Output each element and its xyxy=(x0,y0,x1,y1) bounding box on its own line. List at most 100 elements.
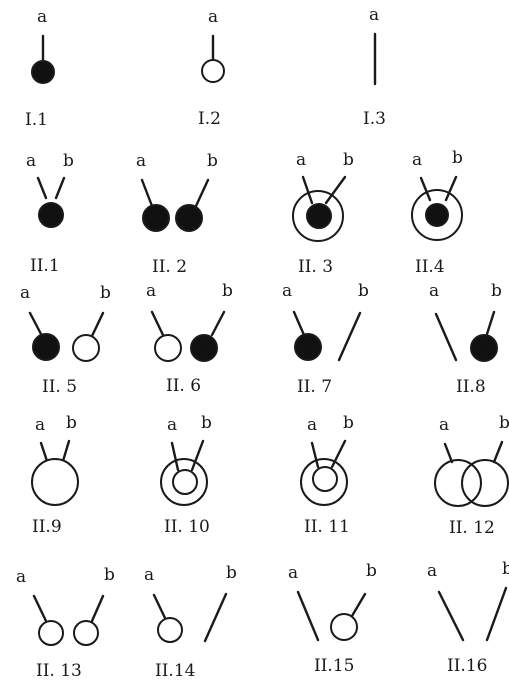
label-b: b xyxy=(499,413,509,433)
line-b xyxy=(350,592,367,618)
open-circle xyxy=(201,59,225,83)
line-b xyxy=(444,175,458,202)
label-a: a xyxy=(412,150,422,170)
line-a xyxy=(301,175,314,205)
label-a: a xyxy=(144,565,154,585)
label-a: a xyxy=(146,281,156,301)
line-b xyxy=(190,439,205,472)
label-b: b xyxy=(226,563,237,583)
caption-I-3: I.3 xyxy=(363,109,386,129)
open-circle xyxy=(157,617,183,643)
label-b: b xyxy=(100,283,111,303)
line-b xyxy=(210,310,226,337)
figure-II-3: a b II. 3 xyxy=(292,150,354,277)
line-a xyxy=(28,311,44,338)
label-a: a xyxy=(429,281,439,301)
label-b: b xyxy=(452,148,463,168)
line-a xyxy=(32,594,48,623)
label-b: b xyxy=(343,150,354,170)
line-b xyxy=(90,311,105,338)
label-a: a xyxy=(439,415,449,435)
caption-I-2: I.2 xyxy=(198,109,221,129)
caption-II-5: II. 5 xyxy=(42,377,77,397)
line-a xyxy=(152,593,167,620)
label-a: a xyxy=(20,283,30,303)
label-a: a xyxy=(16,567,26,587)
label-b: b xyxy=(366,561,377,581)
line-b xyxy=(485,586,508,642)
filled-circle-left xyxy=(142,204,170,232)
caption-II-14: II.14 xyxy=(155,661,195,681)
line-a xyxy=(437,590,465,642)
caption-II-13: II. 13 xyxy=(36,661,82,681)
line-a xyxy=(434,312,458,362)
figure-II-12: a b II. 12 xyxy=(434,413,509,538)
figure-I-2: a I.2 xyxy=(198,7,225,129)
label-a: a xyxy=(167,415,177,435)
open-circle xyxy=(154,334,182,362)
filled-circle xyxy=(38,202,64,228)
label-b: b xyxy=(358,281,369,301)
label-b: b xyxy=(343,413,354,433)
label-a: a xyxy=(35,415,45,435)
open-circle-right xyxy=(461,459,509,507)
line-a xyxy=(419,176,432,202)
filled-circle xyxy=(32,333,60,361)
line-a xyxy=(150,310,165,337)
filled-circle xyxy=(470,334,498,362)
label-a: a xyxy=(208,7,218,27)
label-a: a xyxy=(307,415,317,435)
line-b xyxy=(54,176,66,200)
label-a: a xyxy=(296,150,306,170)
figure-II-5: a b II. 5 xyxy=(20,283,111,397)
caption-II-15: II.15 xyxy=(314,656,354,676)
figure-II-10: a b II. 10 xyxy=(160,413,212,537)
figure-II-4: a b II.4 xyxy=(411,148,463,277)
caption-II-6: II. 6 xyxy=(166,376,201,396)
label-b: b xyxy=(502,559,509,579)
caption-II-16: II.16 xyxy=(447,656,487,676)
label-b: b xyxy=(222,281,233,301)
line-a xyxy=(292,310,306,337)
caption-II-4: II.4 xyxy=(415,257,445,277)
label-b: b xyxy=(491,281,502,301)
line-b xyxy=(492,440,504,464)
label-a: a xyxy=(26,151,36,171)
caption-I-1: I.1 xyxy=(25,110,48,130)
line-b xyxy=(324,175,347,205)
caption-II-1: II.1 xyxy=(30,256,60,276)
label-a: a xyxy=(282,281,292,301)
line-b xyxy=(61,439,71,463)
caption-II-10: II. 10 xyxy=(164,517,210,537)
filled-circle xyxy=(190,334,218,362)
line-a xyxy=(39,441,49,463)
label-b: b xyxy=(104,565,115,585)
line-a xyxy=(140,178,154,208)
inner-filled-circle xyxy=(425,203,449,227)
label-a: a xyxy=(369,5,379,25)
open-circle xyxy=(31,458,79,506)
figure-II-6: a b II. 6 xyxy=(146,281,233,396)
figure-II-1: a b II.1 xyxy=(26,151,74,276)
figure-II-13: a b II. 13 xyxy=(16,565,115,681)
label-b: b xyxy=(201,413,212,433)
line-b xyxy=(203,592,228,643)
label-a: a xyxy=(136,151,146,171)
caption-II-12: II. 12 xyxy=(449,518,495,538)
label-b: b xyxy=(63,151,74,171)
label-a: a xyxy=(37,7,47,27)
line-b xyxy=(485,310,496,336)
line-b xyxy=(330,439,347,469)
caption-II-11: II. 11 xyxy=(304,517,350,537)
figure-II-14: a b II.14 xyxy=(144,563,237,681)
figure-I-1: a I.1 xyxy=(25,7,55,130)
caption-II-9: II.9 xyxy=(32,517,62,537)
line-b xyxy=(337,311,362,362)
line-b xyxy=(90,594,105,623)
open-circle-left xyxy=(434,459,482,507)
line-b xyxy=(194,178,210,208)
line-a xyxy=(310,441,320,469)
line-a xyxy=(443,442,454,464)
figure-II-8: a b II.8 xyxy=(429,281,502,397)
